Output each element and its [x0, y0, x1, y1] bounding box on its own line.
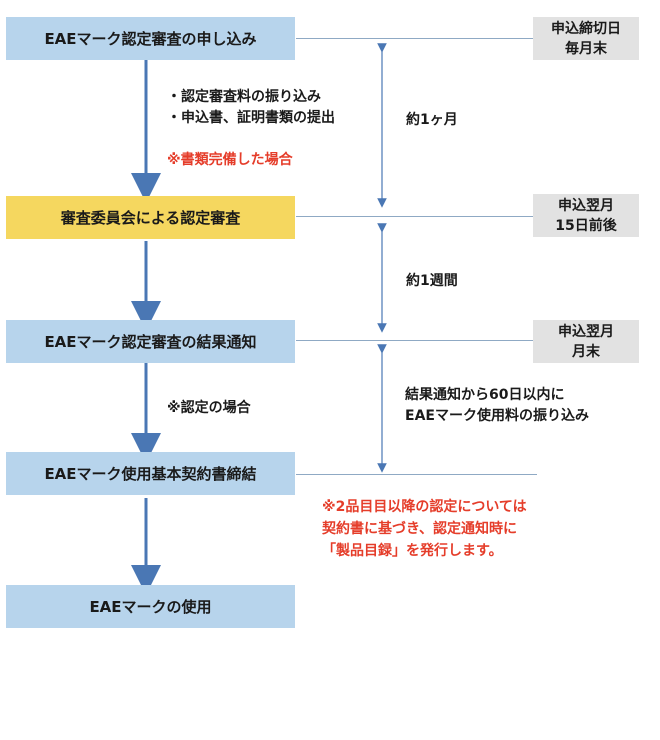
tag-deadline-line1: 申込締切日	[551, 20, 621, 37]
connector-line-1	[296, 38, 533, 39]
connector-line-4	[296, 474, 537, 475]
step-application: EAEマーク認定審査の申し込み	[6, 17, 295, 60]
connector-line-2	[296, 216, 533, 217]
tag-result-date-line1: 申込翌月	[558, 323, 614, 340]
step-contract: EAEマーク使用基本契約書締結	[6, 452, 295, 495]
tag-result-date: 申込翌月 月末	[533, 320, 639, 363]
note-catalog-line1: ※2品目目以降の認定については	[322, 499, 527, 515]
duration-one-month: 約1ヶ月	[406, 112, 458, 128]
step-usage: EAEマークの使用	[6, 585, 295, 628]
note-catalog-line3: 「製品目録」を発行します。	[322, 543, 503, 559]
tag-review-date-line2: 15日前後	[555, 217, 617, 234]
note-usage-fee-line2: EAEマーク使用料の振り込み	[405, 408, 589, 424]
tag-result-date-line2: 月末	[572, 343, 600, 360]
tag-review-date-line1: 申込翌月	[558, 197, 614, 214]
note-documents: ・申込書、証明書類の提出	[167, 110, 335, 126]
step-result-notice: EAEマーク認定審査の結果通知	[6, 320, 295, 363]
tag-deadline-line2: 毎月末	[565, 40, 607, 57]
step-committee-review: 審査委員会による認定審査	[6, 196, 295, 239]
note-usage-fee-line1: 結果通知から60日以内に	[405, 387, 565, 403]
duration-one-week: 約1週間	[406, 273, 458, 289]
connector-line-3	[296, 340, 533, 341]
tag-review-date: 申込翌月 15日前後	[533, 194, 639, 237]
note-docs-complete: ※書類完備した場合	[167, 152, 293, 168]
note-catalog-line2: 契約書に基づき、認定通知時に	[322, 521, 518, 537]
note-fee-payment: ・認定審査料の振り込み	[167, 89, 321, 105]
note-if-certified: ※認定の場合	[167, 400, 251, 416]
tag-deadline: 申込締切日 毎月末	[533, 17, 639, 60]
